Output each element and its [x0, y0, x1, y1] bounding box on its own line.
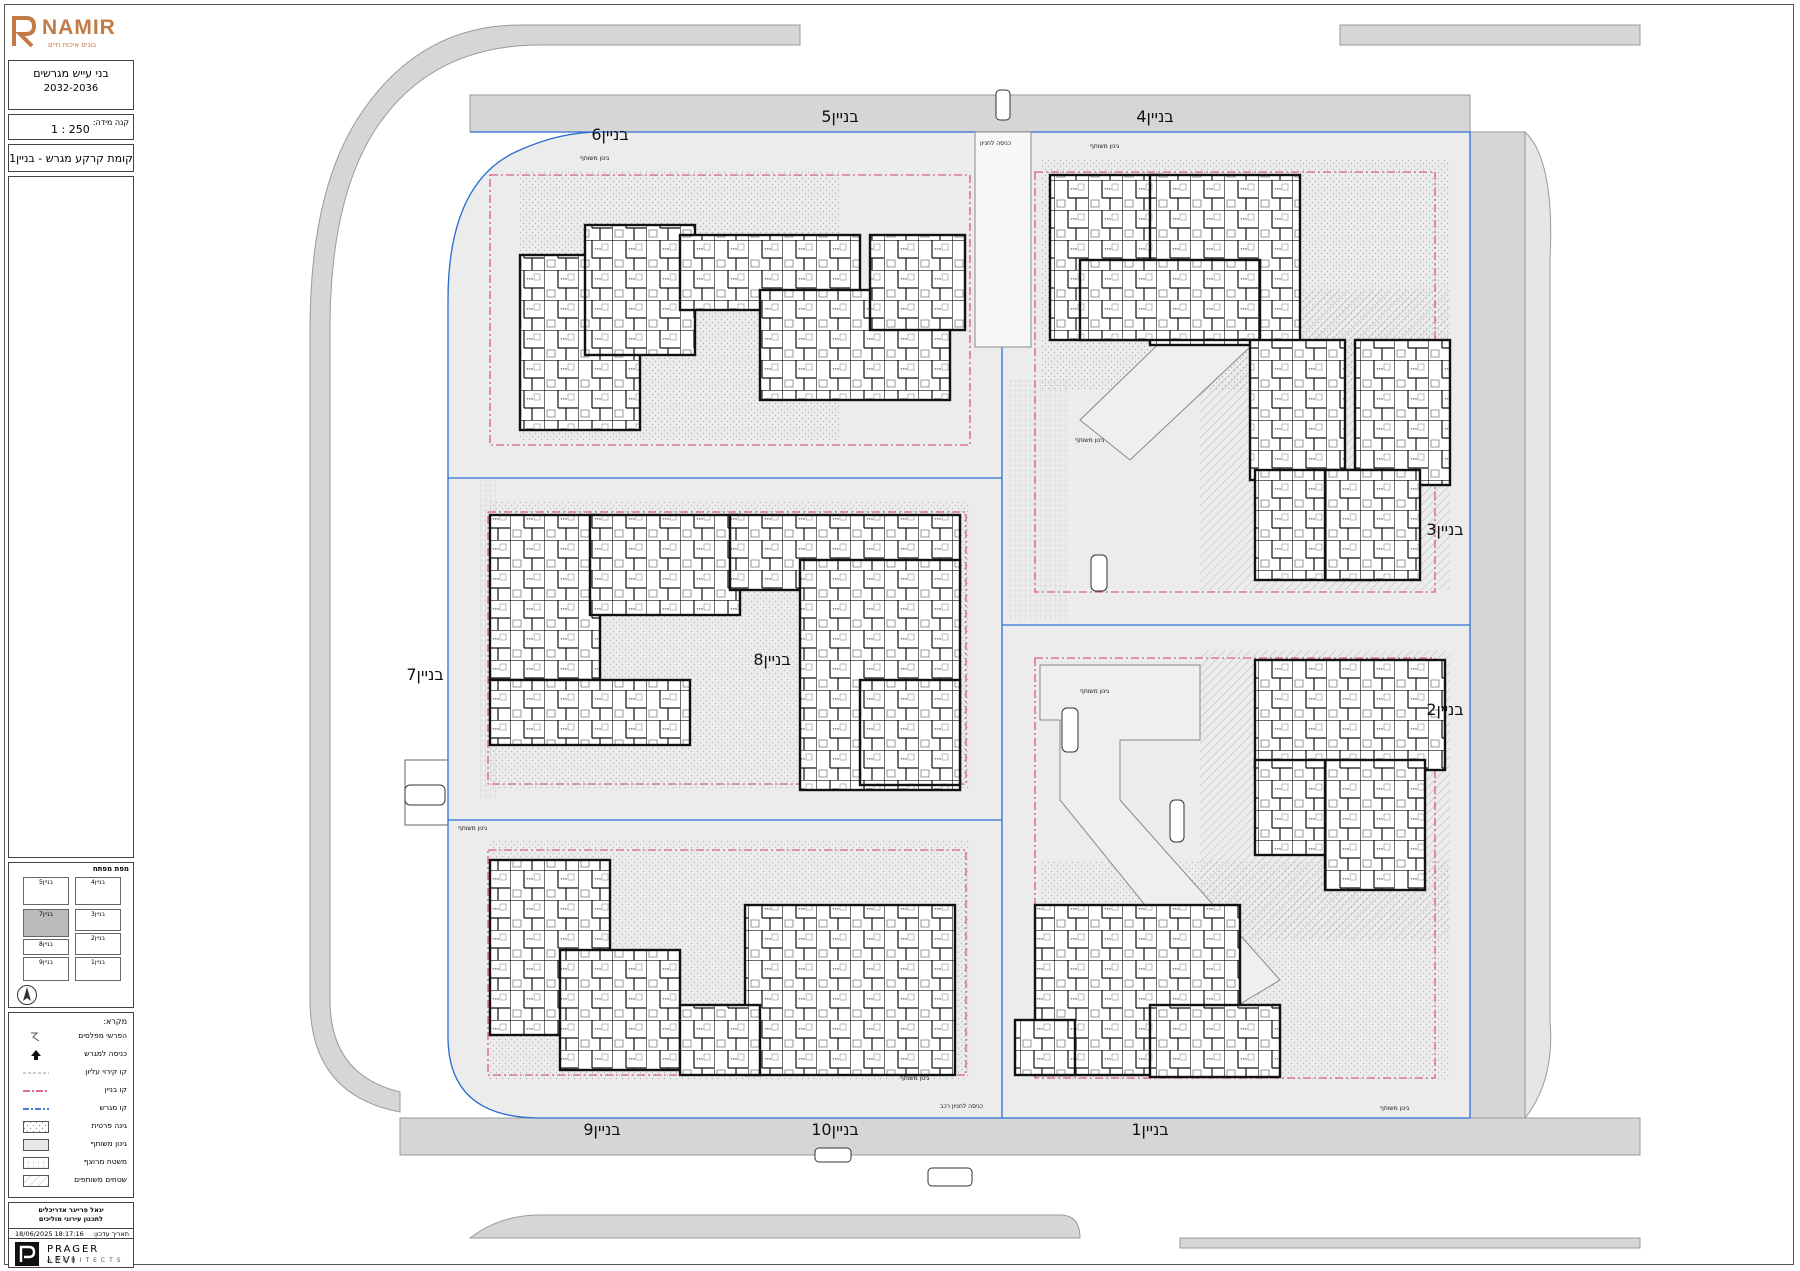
building-10-label: בניין10: [811, 1120, 859, 1139]
top-right-road: [1339, 24, 1641, 46]
keymap-cell: בניין4: [75, 877, 121, 905]
keymap-cell: בניין8: [23, 939, 69, 955]
building-2-label: בניין2: [1426, 700, 1463, 719]
shared-garden-label: גינון משותף: [1080, 688, 1110, 695]
cars: [404, 89, 1185, 1187]
common-area-swatch: [23, 1175, 49, 1187]
sheet-title: קומת קרקע מגרש - בניין1: [9, 152, 133, 165]
level-change-icon: [31, 1032, 40, 1042]
legend-title: מקרא:: [103, 1017, 127, 1026]
car-icon: [1061, 707, 1079, 753]
north-arrow-icon: [17, 985, 37, 1005]
keymap-cell: בניין3: [75, 909, 121, 931]
keymap-cell: בניין1: [75, 957, 121, 981]
legend-item: גינון משותף: [15, 1137, 129, 1153]
bottom-right-road: [1179, 1237, 1641, 1249]
outer-road: [309, 24, 801, 1113]
keymap-cell: בניין2: [75, 933, 121, 955]
building-footprints: [488, 173, 1452, 1079]
keymap-cell: בניין5: [23, 877, 69, 905]
entrance-arrow-icon: [31, 1050, 41, 1060]
scale-box: קנה מידה: 1 : 250: [8, 114, 134, 140]
parking-entrance-label: כניסה לחניון: [980, 140, 1011, 147]
building-1-label: בניין1: [1131, 1120, 1168, 1139]
title-block: NAMIR בונים איכות חיים בני עייש מגרשים 2…: [8, 8, 134, 1268]
shared-garden-label: גינון משותף: [1075, 437, 1105, 444]
legend-item: קו קירוי עליון: [15, 1065, 129, 1081]
vehicle-entrance-label: כניסה לחניון רכב: [940, 1103, 983, 1110]
namir-logo-icon: [12, 16, 37, 48]
shared-garden-label: גינון משותף: [580, 155, 610, 162]
project-years: 2032-2036: [43, 83, 99, 94]
scale-label: קנה מידה:: [92, 118, 129, 127]
building-5-label: בניין5: [821, 107, 858, 126]
bottom-lower-road: [468, 1214, 1081, 1239]
key-map: מפת מפתח בניין5 בניין4 בניין7 בניין3 בני…: [8, 862, 134, 1008]
building-7-label: בניין7: [406, 665, 443, 684]
legend-item: שטחים משותפים: [15, 1173, 129, 1189]
footprint-b4: [1048, 173, 1302, 347]
office-line-2: לתכנון עירוני מוליכים: [38, 1215, 104, 1223]
building-8-label: בניין8: [753, 650, 790, 669]
architect-name: PRAGER LEVI: [47, 1244, 100, 1266]
shared-garden-label: גינון משותף: [458, 825, 488, 832]
legend-item: קו מגרש: [15, 1101, 129, 1117]
building-9-label: בניין9: [583, 1120, 620, 1139]
plot-line-icon: [23, 1108, 49, 1110]
shared-garden-label: גינון משותף: [1090, 143, 1120, 150]
footprint-b9-b10: [488, 858, 957, 1077]
garden-labels: גינון משותף גינון משותף גינון משותף גינו…: [458, 140, 1410, 1112]
update-date-label: תאריך עדכון:: [92, 1230, 129, 1238]
shared-garden-label: גינון משותף: [900, 1075, 930, 1082]
keymap-cell-active: בניין7: [23, 909, 69, 937]
shared-garden-label: גינון משותף: [1380, 1105, 1410, 1112]
legend-item: כניסה למגרש: [15, 1047, 129, 1063]
office-line-1: יגאל פרייגר אדריכלים: [38, 1206, 104, 1214]
legend-item: קו בניין: [15, 1083, 129, 1099]
keymap-cell: בניין9: [23, 957, 69, 981]
legend-item: משטח מרוצף: [15, 1155, 129, 1171]
footprint-b2: [1253, 658, 1447, 892]
footprint-b1: [1013, 903, 1282, 1079]
paved-surface-swatch: [23, 1157, 49, 1169]
keymap-title: מפת מפתח: [92, 865, 129, 873]
blank-panel: [8, 176, 134, 858]
building-labels: בניין5 בניין4 בניין6 בניין3 בניין8 בניין…: [406, 107, 1463, 1139]
car-icon: [1169, 799, 1185, 843]
building-line-icon: [23, 1090, 49, 1092]
office-box: יגאל פרייגר אדריכלים לתכנון עירוני מוליכ…: [8, 1202, 134, 1230]
footprint-b7-b8: [488, 513, 962, 792]
footprint-b6-b5: [518, 223, 967, 432]
prager-levi-logo: PRAGER LEVI ARCHITECTS: [8, 1238, 134, 1268]
car-icon: [1090, 554, 1108, 592]
building-4-label: בניין4: [1136, 107, 1173, 126]
prager-logo-icon: [15, 1242, 39, 1266]
project-box: בני עייש מגרשים 2032-2036: [8, 60, 134, 110]
car-icon: [995, 89, 1011, 121]
car-icon: [404, 784, 446, 806]
shared-garden-swatch: [23, 1139, 49, 1151]
legend-item: גינה פרטית: [15, 1119, 129, 1135]
project-name: בני עייש מגרשים: [33, 67, 109, 80]
sheet-title-box: קומת קרקע מגרש - בניין1: [8, 144, 134, 172]
private-garden-swatch: [23, 1121, 49, 1133]
sheet-frame: [4, 4, 1794, 1265]
building-6-label: בניין6: [591, 125, 628, 144]
namir-logo: NAMIR בונים איכות חיים: [8, 8, 134, 56]
update-date: 18/06/2025 18:17:16: [15, 1230, 84, 1238]
footprint-b3: [1248, 338, 1452, 582]
legend: מקרא: הפרשי מפלסים כניסה למגרש קו קירוי …: [8, 1012, 134, 1198]
scale-value: 1 : 250: [51, 123, 90, 136]
car-icon: [814, 1147, 852, 1163]
roof-line-icon: [23, 1072, 49, 1074]
brand-name: NAMIR: [42, 16, 116, 39]
architect-sub: ARCHITECTS: [47, 1257, 125, 1264]
roads: [309, 24, 1641, 1249]
legend-item: הפרשי מפלסים: [15, 1029, 129, 1045]
far-right-road: [1524, 130, 1552, 1120]
brand-tagline: בונים איכות חיים: [48, 41, 97, 49]
car-icon: [927, 1167, 973, 1187]
building-3-label: בניין3: [1426, 520, 1463, 539]
